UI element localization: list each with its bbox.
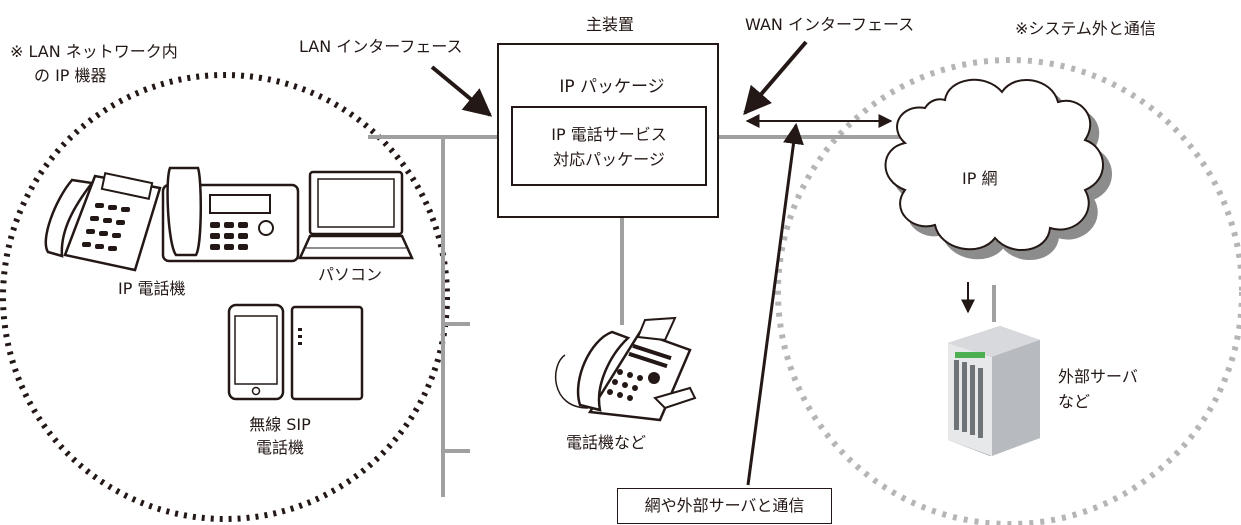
lan-bus <box>368 135 996 497</box>
laptop-icon <box>298 170 414 260</box>
lan-zone-boundary <box>0 72 450 522</box>
ip-phone-label: IP 電話機 <box>118 279 186 298</box>
phone-label: 電話機など <box>566 433 647 452</box>
server-label-line1: 外部サーバ <box>1058 367 1138 386</box>
callout-label: 網や外部サーバと通信 <box>644 496 805 515</box>
ip-telephony-package-box <box>511 106 707 186</box>
main-unit-title: 主装置 <box>585 15 634 34</box>
cloud-label: IP 網 <box>962 169 998 188</box>
access-point-icon <box>290 305 364 401</box>
office-phone-icon <box>554 316 697 422</box>
inner-package-label-line1: IP 電話サービス <box>551 125 667 144</box>
lan-zone-title-line1: ※ LAN ネットワーク内 <box>10 42 178 61</box>
callout-box <box>617 488 832 524</box>
pc-label: パソコン <box>318 265 383 284</box>
external-zone-boundary <box>775 57 1241 525</box>
server-icon <box>948 326 1040 456</box>
inner-package-label-line2: 対応パッケージ <box>553 150 665 169</box>
lan-zone-title-line2: の IP 機器 <box>34 66 107 85</box>
wireless-phone-label-line2: 電話機 <box>255 438 304 457</box>
cloud-icon <box>884 78 1112 261</box>
wireless-phone-label-line1: 無線 SIP <box>249 415 311 434</box>
callout-arrow <box>746 122 804 486</box>
wan-interface-arrow <box>743 40 808 116</box>
smartphone-icon <box>227 303 285 401</box>
external-zone-note: ※システム外と通信 <box>1015 19 1156 38</box>
lan-interface-label: LAN インターフェース <box>299 37 463 56</box>
ip-package-label: IP パッケージ <box>559 77 665 97</box>
ip-phone-icon <box>44 171 162 272</box>
desk-phone-icon <box>161 166 300 263</box>
wan-interface-label: WAN インターフェース <box>745 15 915 34</box>
lan-interface-arrow <box>430 65 493 117</box>
server-label-line2: など <box>1058 392 1091 411</box>
